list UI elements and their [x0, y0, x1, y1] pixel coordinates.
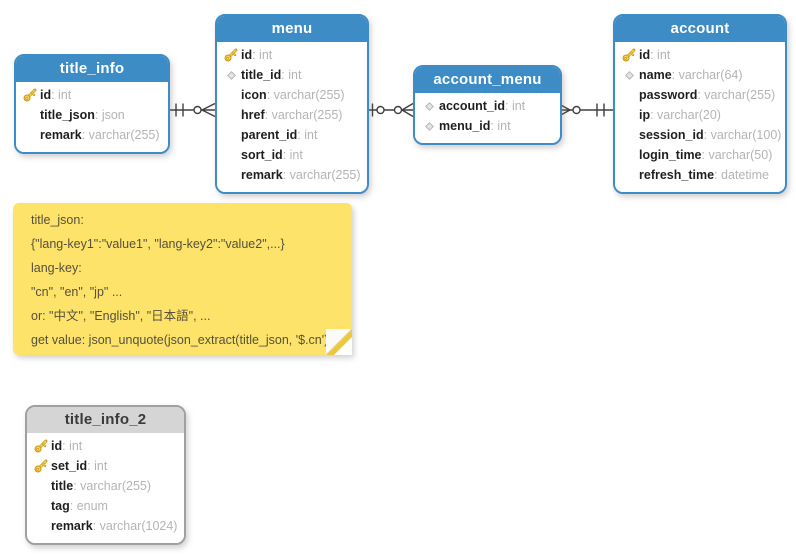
field-label: menu_id: int	[439, 119, 511, 133]
note-line: lang-key:	[31, 261, 82, 275]
table-fields: id: int title_json: json remark: varchar(2…	[16, 82, 168, 152]
field-label: remark: varchar(255)	[40, 128, 160, 142]
table-title_info[interactable]: title_info id: int title_json: json remark…	[14, 54, 170, 154]
field-row-id[interactable]: id: int	[619, 45, 781, 65]
field-row-session_id[interactable]: session_id: varchar(100)	[619, 125, 781, 145]
diamond-icon	[221, 70, 241, 81]
table-fields: account_id: int menu_id: int	[415, 93, 560, 143]
table-account[interactable]: account id: int name: varchar(64) password…	[613, 14, 787, 194]
table-fields: id: int name: varchar(64) password: varcha…	[615, 42, 785, 192]
field-row-icon[interactable]: icon: varchar(255)	[221, 85, 363, 105]
field-row-name[interactable]: name: varchar(64)	[619, 65, 781, 85]
field-row-set_id[interactable]: set_id: int	[31, 456, 180, 476]
note-line: "cn", "en", "jp" ...	[31, 285, 123, 299]
table-header[interactable]: title_info	[16, 56, 168, 82]
field-label: ip: varchar(20)	[639, 108, 721, 122]
connector-account_menu-account[interactable]	[557, 102, 614, 118]
field-row-password[interactable]: password: varchar(255)	[619, 85, 781, 105]
field-label: name: varchar(64)	[639, 68, 743, 82]
field-row-parent_id[interactable]: parent_id: int	[221, 125, 363, 145]
sticky-note[interactable]: title_json: {"lang-key1":"value1", "lang-…	[13, 203, 352, 355]
field-row-id[interactable]: id: int	[20, 85, 164, 105]
table-header[interactable]: title_info_2	[27, 407, 184, 433]
field-label: title_id: int	[241, 68, 302, 82]
field-label: href: varchar(255)	[241, 108, 343, 122]
field-row-remark[interactable]: remark: varchar(255)	[20, 125, 164, 145]
key-icon	[31, 459, 51, 473]
field-label: icon: varchar(255)	[241, 88, 345, 102]
field-row-id[interactable]: id: int	[31, 436, 180, 456]
table-header[interactable]: account	[615, 16, 785, 42]
field-row-tag[interactable]: tag: enum	[31, 496, 180, 516]
key-icon	[20, 88, 40, 102]
diamond-icon	[419, 121, 439, 132]
field-label: session_id: varchar(100)	[639, 128, 782, 142]
field-label: set_id: int	[51, 459, 108, 473]
field-row-title_id[interactable]: title_id: int	[221, 65, 363, 85]
field-label: login_time: varchar(50)	[639, 148, 773, 162]
field-row-id[interactable]: id: int	[221, 45, 363, 65]
table-account_menu[interactable]: account_menu account_id: int menu_id: int	[413, 65, 562, 145]
field-label: id: int	[241, 48, 273, 62]
connector-menu-account_menu[interactable]	[366, 102, 414, 118]
diamond-icon	[419, 101, 439, 112]
field-row-remark[interactable]: remark: varchar(1024)	[31, 516, 180, 536]
note-line: title_json:	[31, 213, 84, 227]
field-label: tag: enum	[51, 499, 108, 513]
field-label: remark: varchar(255)	[241, 168, 361, 182]
sticky-note-text: title_json: {"lang-key1":"value1", "lang-…	[13, 203, 352, 348]
field-row-title_json[interactable]: title_json: json	[20, 105, 164, 125]
table-header[interactable]: menu	[217, 16, 367, 42]
field-label: title_json: json	[40, 108, 125, 122]
field-label: account_id: int	[439, 99, 526, 113]
field-label: id: int	[51, 439, 83, 453]
note-line: get value: json_unquote(json_extract(tit…	[31, 333, 329, 347]
table-title_info_2[interactable]: title_info_2 id: int set_id: int title: va…	[25, 405, 186, 545]
field-label: id: int	[639, 48, 671, 62]
field-row-ip[interactable]: ip: varchar(20)	[619, 105, 781, 125]
field-row-login_time[interactable]: login_time: varchar(50)	[619, 145, 781, 165]
table-fields: id: int title_id: int icon: varchar(255) hr…	[217, 42, 367, 192]
key-icon	[619, 48, 639, 62]
diamond-icon	[619, 70, 639, 81]
table-header[interactable]: account_menu	[415, 67, 560, 93]
key-icon	[221, 48, 241, 62]
field-label: title: varchar(255)	[51, 479, 152, 493]
folded-corner-icon	[326, 329, 352, 355]
field-row-sort_id[interactable]: sort_id: int	[221, 145, 363, 165]
field-label: refresh_time: datetime	[639, 168, 769, 182]
field-row-remark[interactable]: remark: varchar(255)	[221, 165, 363, 185]
table-menu[interactable]: menu id: int title_id: int icon: varchar(2…	[215, 14, 369, 194]
key-icon	[31, 439, 51, 453]
field-row-refresh_time[interactable]: refresh_time: datetime	[619, 165, 781, 185]
field-label: parent_id: int	[241, 128, 318, 142]
field-label: id: int	[40, 88, 72, 102]
table-fields: id: int set_id: int title: varchar(255) tag…	[27, 433, 184, 543]
note-line: or: "中文", "English", "日本語", ...	[31, 309, 211, 323]
field-label: password: varchar(255)	[639, 88, 776, 102]
field-label: remark: varchar(1024)	[51, 519, 178, 533]
field-row-menu_id[interactable]: menu_id: int	[419, 116, 556, 136]
field-row-account_id[interactable]: account_id: int	[419, 96, 556, 116]
connector-title_info-menu[interactable]	[165, 102, 216, 118]
field-row-href[interactable]: href: varchar(255)	[221, 105, 363, 125]
field-row-title[interactable]: title: varchar(255)	[31, 476, 180, 496]
field-label: sort_id: int	[241, 148, 303, 162]
note-line: {"lang-key1":"value1", "lang-key2":"valu…	[31, 237, 285, 251]
